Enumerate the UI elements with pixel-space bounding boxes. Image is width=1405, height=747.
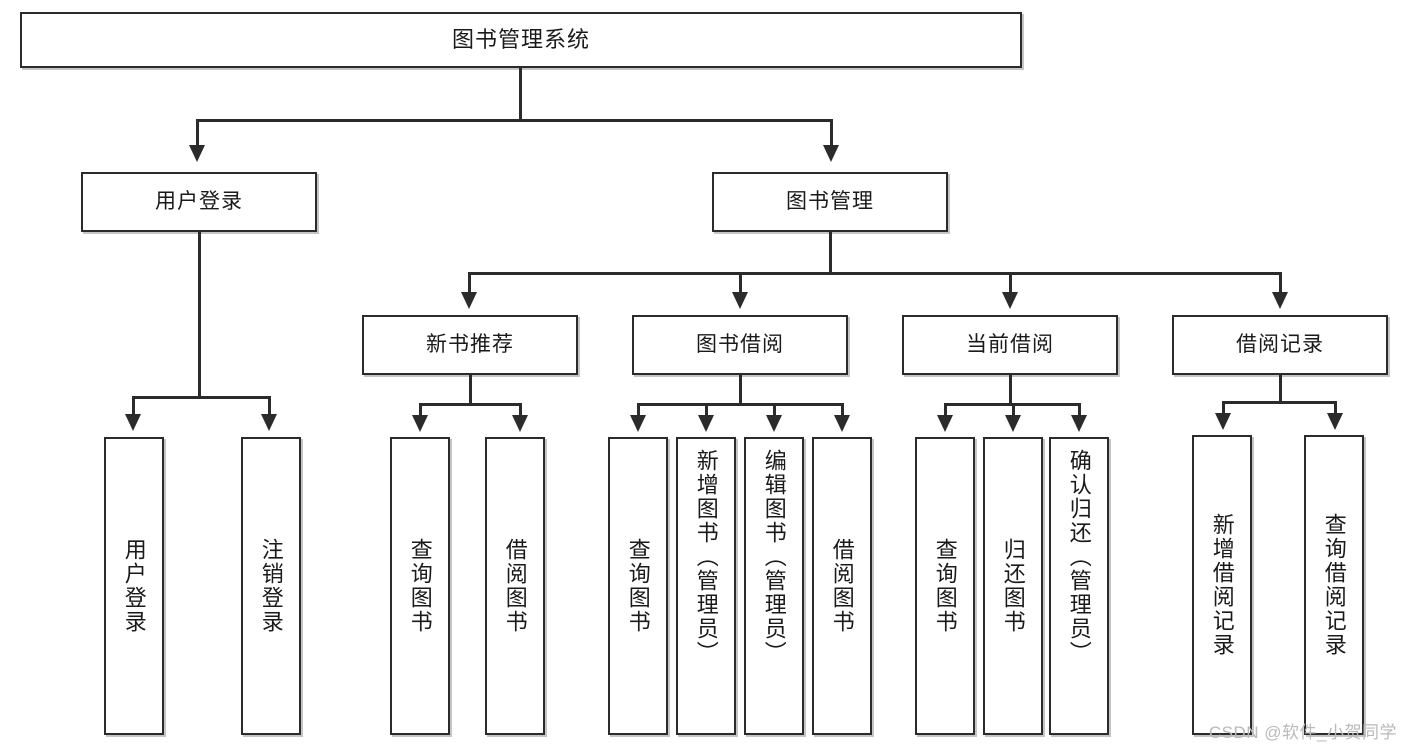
arrowhead-borrow-record-leaf-2 xyxy=(1327,413,1343,430)
node-label: 确认归还（管理员） xyxy=(1066,449,1092,665)
edge-root-to-book-management xyxy=(830,119,833,147)
node-label: 编辑图书（管理员） xyxy=(761,449,787,665)
arrowhead-user-login xyxy=(189,145,205,162)
edge-current-borrow-branch-1 xyxy=(944,403,947,417)
node-label: 借阅记录 xyxy=(1236,333,1324,357)
edge-bm-branch-book-borrow xyxy=(739,272,742,294)
edge-borrow-record-branch-1 xyxy=(1222,401,1225,415)
edge-book-borrow-branch-2 xyxy=(705,403,708,417)
leaf-book-borrow-borrow-book[interactable]: 借阅图书 xyxy=(812,437,872,735)
arrowhead-current-borrow-leaf-2 xyxy=(1005,415,1021,432)
arrowhead-book-borrow xyxy=(732,292,748,309)
arrowhead-new-book-recommend xyxy=(461,292,477,309)
arrowhead-book-borrow-leaf-4 xyxy=(834,415,850,432)
node-label: 借阅图书 xyxy=(829,538,855,634)
node-label: 归还图书 xyxy=(1000,538,1026,634)
edge-root-to-user-login xyxy=(196,119,199,147)
edge-bm-branch-borrow-record xyxy=(1279,272,1282,294)
edge-new-book-branch-1 xyxy=(419,403,422,417)
node-label: 新书推荐 xyxy=(426,333,514,357)
leaf-book-borrow-query-book[interactable]: 查询图书 xyxy=(608,437,668,735)
node-label: 当前借阅 xyxy=(966,333,1054,357)
node-label: 查询借阅记录 xyxy=(1321,513,1347,657)
node-label: 图书管理 xyxy=(786,190,874,214)
edge-new-book-bus xyxy=(419,403,521,406)
arrowhead-user-login-leaf-2 xyxy=(261,414,277,431)
leaf-current-borrow-return-book[interactable]: 归还图书 xyxy=(983,437,1043,735)
edge-book-borrow-stem xyxy=(739,375,742,405)
edge-user-login-stem xyxy=(198,232,201,398)
node-borrow-record[interactable]: 借阅记录 xyxy=(1172,315,1388,375)
node-label: 用户登录 xyxy=(121,538,147,634)
node-label: 查询图书 xyxy=(625,538,651,634)
arrowhead-book-borrow-leaf-2 xyxy=(698,415,714,432)
edge-book-borrow-bus xyxy=(637,403,843,406)
edge-bm-branch-current-borrow xyxy=(1009,272,1012,294)
leaf-current-borrow-confirm-return-admin[interactable]: 确认归还（管理员） xyxy=(1049,437,1109,735)
edge-root-stem xyxy=(519,68,522,120)
node-book-management[interactable]: 图书管理 xyxy=(712,172,948,232)
arrowhead-new-book-leaf-2 xyxy=(512,415,528,432)
node-current-borrow[interactable]: 当前借阅 xyxy=(902,315,1118,375)
arrowhead-borrow-record-leaf-1 xyxy=(1215,413,1231,430)
edge-new-book-stem xyxy=(469,375,472,405)
node-label: 借阅图书 xyxy=(502,538,528,634)
edge-user-login-branch-2 xyxy=(268,396,271,416)
edge-user-login-branch-1 xyxy=(132,396,135,416)
leaf-borrow-record-query-record[interactable]: 查询借阅记录 xyxy=(1304,435,1364,735)
edge-borrow-record-branch-2 xyxy=(1334,401,1337,415)
leaf-current-borrow-query-book[interactable]: 查询图书 xyxy=(915,437,975,735)
edge-borrow-record-bus xyxy=(1222,401,1336,404)
node-label: 查询图书 xyxy=(932,538,958,634)
node-label: 用户登录 xyxy=(155,190,243,214)
leaf-book-borrow-edit-book-admin[interactable]: 编辑图书（管理员） xyxy=(744,437,804,735)
node-label: 新增借阅记录 xyxy=(1209,513,1235,657)
arrowhead-book-management xyxy=(823,145,839,162)
edge-book-management-bus xyxy=(468,272,1282,275)
leaf-new-book-borrow-book[interactable]: 借阅图书 xyxy=(485,437,545,735)
node-user-login[interactable]: 用户登录 xyxy=(81,172,317,232)
node-label: 新增图书（管理员） xyxy=(693,449,719,665)
leaf-borrow-record-add-record[interactable]: 新增借阅记录 xyxy=(1192,435,1252,735)
arrowhead-borrow-record xyxy=(1272,292,1288,309)
edge-current-borrow-stem xyxy=(1009,375,1012,405)
node-new-book-recommend[interactable]: 新书推荐 xyxy=(362,315,578,375)
arrowhead-book-borrow-leaf-1 xyxy=(630,415,646,432)
edge-current-borrow-branch-2 xyxy=(1012,403,1015,417)
edge-book-borrow-branch-4 xyxy=(841,403,844,417)
edge-book-management-stem xyxy=(829,232,832,274)
leaf-new-book-query-book[interactable]: 查询图书 xyxy=(390,437,450,735)
node-book-borrow[interactable]: 图书借阅 xyxy=(632,315,848,375)
leaf-book-borrow-add-book-admin[interactable]: 新增图书（管理员） xyxy=(676,437,736,735)
node-label: 注销登录 xyxy=(258,538,284,634)
node-root-book-management-system[interactable]: 图书管理系统 xyxy=(20,12,1022,68)
arrowhead-user-login-leaf-1 xyxy=(125,414,141,431)
edge-book-borrow-branch-1 xyxy=(637,403,640,417)
leaf-user-login-login[interactable]: 用户登录 xyxy=(104,437,164,735)
edge-root-bus xyxy=(196,119,833,122)
edge-borrow-record-stem xyxy=(1279,375,1282,403)
edge-book-borrow-branch-3 xyxy=(773,403,776,417)
arrowhead-book-borrow-leaf-3 xyxy=(766,415,782,432)
edge-new-book-branch-2 xyxy=(519,403,522,417)
arrowhead-new-book-leaf-1 xyxy=(412,415,428,432)
arrowhead-current-borrow-leaf-1 xyxy=(937,415,953,432)
node-label: 图书管理系统 xyxy=(451,26,590,52)
node-label: 图书借阅 xyxy=(696,333,784,357)
leaf-user-login-logout[interactable]: 注销登录 xyxy=(241,437,301,735)
edge-current-borrow-branch-3 xyxy=(1078,403,1081,417)
edge-user-login-bus xyxy=(132,396,270,399)
edge-bm-branch-new-book xyxy=(468,272,471,294)
node-label: 查询图书 xyxy=(407,538,433,634)
arrowhead-current-borrow xyxy=(1002,292,1018,309)
arrowhead-current-borrow-leaf-3 xyxy=(1071,415,1087,432)
